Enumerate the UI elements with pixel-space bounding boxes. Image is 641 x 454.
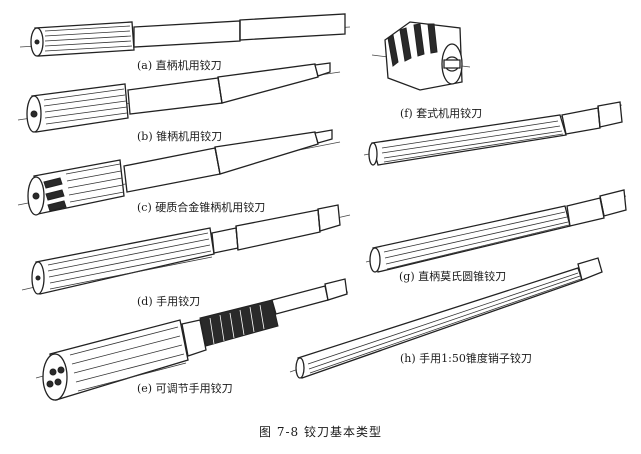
reamer-f2-drawing <box>363 101 623 166</box>
reamer-d-drawing <box>21 204 351 295</box>
reamer-g-drawing <box>365 189 627 273</box>
figure-caption: 图 7-8 铰刀基本类型 <box>259 425 382 439</box>
reamer-h-drawing <box>289 257 603 379</box>
label-g: (g) 直柄莫氏圆锥铰刀 <box>399 270 507 283</box>
label-d: (d) 手用铰刀 <box>137 295 201 308</box>
label-a: (a) 直柄机用铰刀 <box>137 59 222 72</box>
label-c: (c) 硬质合金锥柄机用铰刀 <box>137 201 266 214</box>
label-b: (b) 锥柄机用铰刀 <box>137 130 223 143</box>
label-h: (h) 手用1:50锥度销子铰刀 <box>400 352 532 365</box>
label-f: (f) 套式机用铰刀 <box>400 107 483 120</box>
reamer-e-drawing <box>35 278 349 401</box>
label-e: (e) 可调节手用铰刀 <box>137 382 233 395</box>
reamer-f-drawing <box>371 21 471 91</box>
reamer-c-drawing <box>17 129 341 216</box>
reamer-b-drawing <box>17 62 341 133</box>
reamer-a-drawing <box>19 13 351 57</box>
